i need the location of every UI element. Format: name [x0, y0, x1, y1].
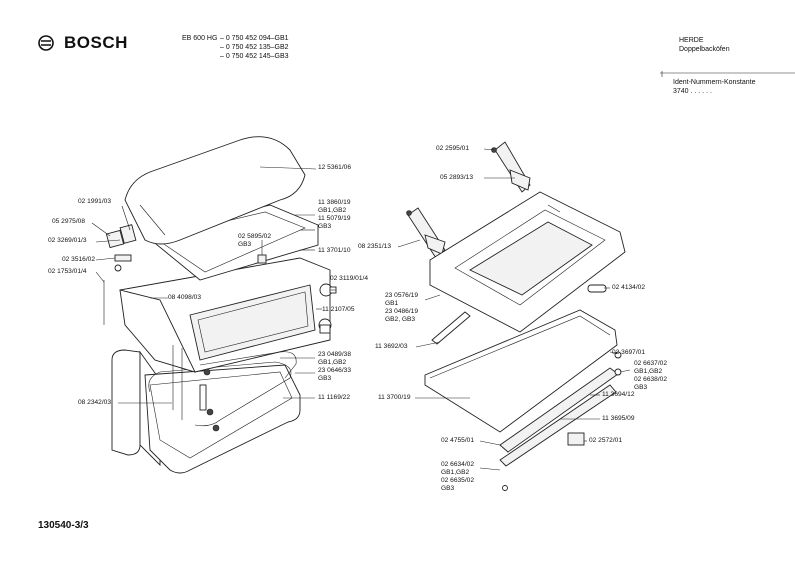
part-label: GB3 — [318, 223, 332, 230]
lower-cavity — [144, 364, 301, 474]
part-label: 02 6637/02 — [634, 360, 668, 367]
part-label: 02 3269/01/3 — [48, 237, 87, 244]
part-label: 23 0576/19 — [385, 292, 419, 299]
category-line-1: HERDE — [679, 37, 704, 44]
part-label: 05 2893/13 — [440, 174, 474, 181]
document-number: 130540-3/3 — [38, 520, 89, 531]
part-label: 02 6635/02 — [441, 477, 475, 484]
part-label: GB3 — [318, 375, 332, 382]
part-label: 02 6638/02 — [634, 376, 668, 383]
part-label: 23 0646/33 — [318, 367, 352, 374]
part-label: GB1,GB2 — [318, 359, 347, 366]
ident-label: Ident-Nummern-Konstante — [673, 79, 756, 86]
part-label: GB1 — [385, 300, 399, 307]
part-label: 02 6634/02 — [441, 461, 475, 468]
part-label: 02 1753/01/4 — [48, 268, 87, 275]
part-label: 11 3700/19 — [378, 394, 411, 401]
part-label: 23 0489/38 — [318, 351, 352, 358]
brand-name: BOSCH — [64, 33, 128, 52]
part-label: 02 4755/01 — [441, 437, 475, 444]
part-label: 23 0486/19 — [385, 308, 419, 315]
part-label: 11 1169/22 — [318, 394, 351, 401]
part-label: 02 1991/03 — [78, 198, 112, 205]
leader-lines — [91, 148, 631, 471]
right-door-assembly — [406, 141, 626, 491]
part-label: 02 5895/02 — [238, 233, 272, 240]
part-label: 02 2595/01 — [436, 145, 470, 152]
part-label: GB1,GB2 — [634, 368, 663, 375]
code-line-3: – 0 750 452 145–GB3 — [220, 53, 289, 60]
part-label: 08 2351/13 — [358, 243, 392, 250]
ident-value: 3740 . . . . . . — [673, 88, 712, 95]
part-label: GB2, GB3 — [385, 316, 416, 323]
part-label: 11 3860/19 — [318, 199, 351, 206]
part-label: 08 4098/03 — [168, 294, 202, 301]
part-label: GB1,GB2 — [441, 469, 470, 476]
part-label: 02 3119/01/4 — [330, 275, 369, 282]
part-label: GB3 — [634, 384, 648, 391]
part-label: 11 3692/03 — [375, 343, 408, 350]
part-label: 08 2342/03 — [78, 399, 112, 406]
part-label: 11 3695/09 — [602, 415, 635, 422]
part-label: GB1,GB2 — [318, 207, 347, 214]
code-line-1: – 0 750 452 094–GB1 — [220, 35, 289, 42]
top-cover — [124, 136, 306, 245]
door-glass — [424, 309, 618, 433]
part-label: 05 2975/08 — [52, 218, 86, 225]
part-label: 02 3516/02 — [62, 256, 96, 263]
part-label: 11 5079/19 — [318, 215, 351, 222]
part-label: 02 3697/01 — [612, 349, 646, 356]
part-label: 02 4134/02 — [612, 284, 646, 291]
part-label: 11 3701/10 — [318, 247, 351, 254]
part-label: GB3 — [238, 241, 252, 248]
part-label: 11 2107/05 — [322, 306, 355, 313]
upper-cavity-front — [189, 284, 316, 361]
code-line-2: – 0 750 452 135–GB2 — [220, 44, 289, 51]
part-label: 02 2572/01 — [589, 437, 623, 444]
category-line-2: Doppelbacköfen — [679, 46, 730, 53]
lower-door — [111, 349, 141, 456]
part-label: 12 5361/06 — [318, 164, 352, 171]
left-oven-assembly — [103, 136, 337, 474]
bosch-logo-icon — [38, 35, 54, 51]
model-number: EB 600 HG — [182, 35, 218, 42]
part-label: 11 3694/12 — [602, 391, 635, 398]
part-label: GB3 — [441, 485, 455, 492]
